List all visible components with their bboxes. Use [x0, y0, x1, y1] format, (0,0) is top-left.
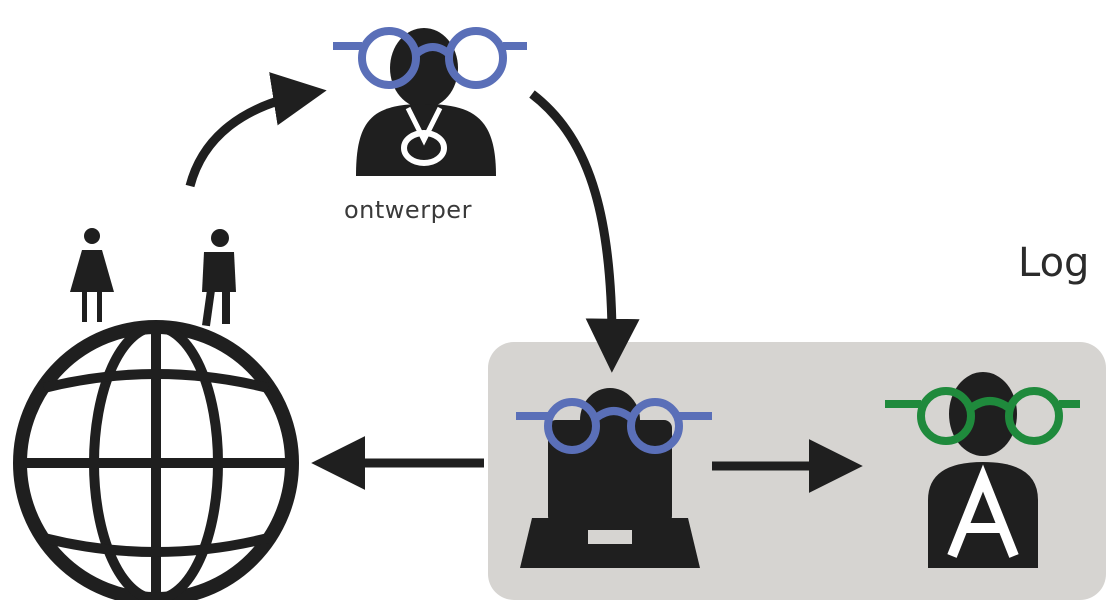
log-label: Log	[1018, 240, 1090, 286]
user-a-icon	[885, 372, 1080, 568]
arrow-globe-to-designer	[185, 72, 327, 188]
user-glasses-icon	[885, 387, 1080, 445]
designer-label: ontwerper	[344, 196, 472, 224]
designer-icon	[333, 27, 527, 176]
laptop-glasses-icon	[516, 398, 712, 454]
globe-icon	[13, 320, 299, 600]
man-figure-icon	[202, 229, 236, 327]
laptop-icon	[516, 388, 712, 568]
woman-figure-icon	[70, 228, 114, 322]
arrow-designer-to-laptop	[529, 90, 640, 373]
designer-glasses-icon	[333, 27, 527, 89]
